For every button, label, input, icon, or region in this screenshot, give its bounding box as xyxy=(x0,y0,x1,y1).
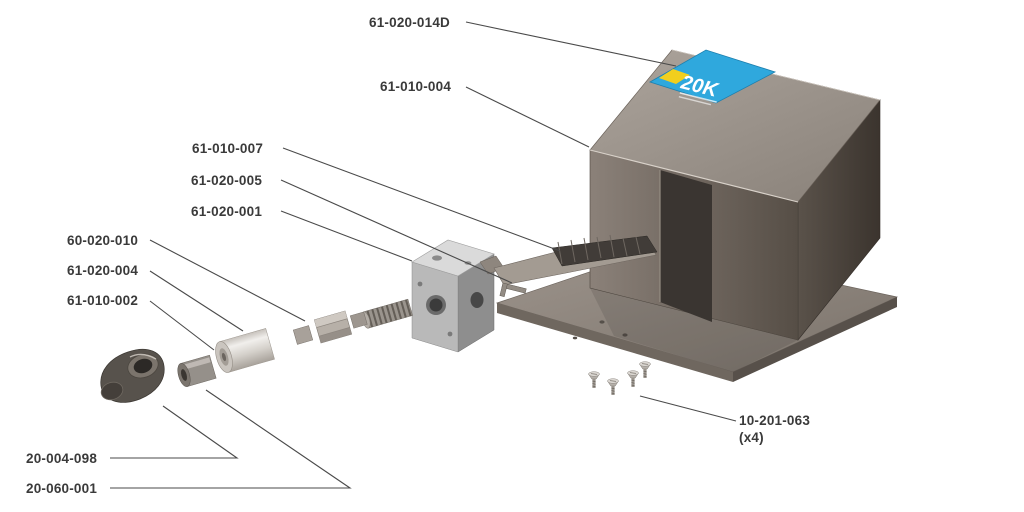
screw-shape xyxy=(627,370,639,387)
leader-line-61-020-005 xyxy=(280,179,513,284)
callout-20-004-098: 20-004-098 xyxy=(26,451,98,466)
handle-pin-shape xyxy=(499,282,527,298)
handle-lever-shape xyxy=(479,234,658,286)
callout-61-020-014D: 61-020-014D xyxy=(369,15,451,30)
threaded-stem-shape xyxy=(361,298,413,329)
leader-lines xyxy=(110,21,737,489)
leader-line-61-020-014D xyxy=(465,21,677,67)
small-cylinder-shape xyxy=(177,354,217,387)
callout-61-020-001: 61-020-001 xyxy=(191,204,263,219)
leader-line-10-201-063 xyxy=(639,395,737,422)
leader-line-61-010-002 xyxy=(149,300,215,351)
leader-line-61-010-007 xyxy=(282,147,561,252)
cover-shadow-shape xyxy=(590,288,798,372)
callout-20-060-001: 20-060-001 xyxy=(26,481,98,496)
valve-block-shape xyxy=(411,239,495,353)
screw-shape xyxy=(588,371,600,388)
screw-shape xyxy=(607,378,619,395)
callout-61-010-004: 61-010-004 xyxy=(380,79,452,94)
callout-61-010-007: 61-010-007 xyxy=(192,141,264,156)
leader-line-20-004-098 xyxy=(110,405,239,459)
callout-60-020-010: 60-020-010 xyxy=(67,233,139,248)
leader-line-61-020-001 xyxy=(280,210,413,262)
cover-shape xyxy=(589,49,881,341)
leader-line-61-020-004 xyxy=(149,270,244,332)
callout-61-010-002: 61-010-002 xyxy=(67,293,139,308)
screw-shape xyxy=(639,361,651,378)
leader-line-61-010-004 xyxy=(465,86,590,148)
mounting-screws-shape xyxy=(588,361,651,395)
part-number: 10-201-063 xyxy=(739,413,811,428)
leader-line-60-020-010 xyxy=(149,239,306,322)
elbow-fitting-shape xyxy=(100,348,165,403)
handle-grip-pad xyxy=(551,235,658,267)
sticker-warning-strip xyxy=(659,69,690,84)
callout-10-201-063: 10-201-063 (x4) xyxy=(739,412,810,446)
leader-line-20-060-001 xyxy=(110,389,352,489)
hex-fitting-shape xyxy=(292,310,368,345)
nozzle-cylinder-shape xyxy=(215,328,275,373)
part-quantity: (x4) xyxy=(739,430,764,445)
callout-61-020-005: 61-020-005 xyxy=(191,173,263,188)
callout-61-020-004: 61-020-004 xyxy=(67,263,139,278)
